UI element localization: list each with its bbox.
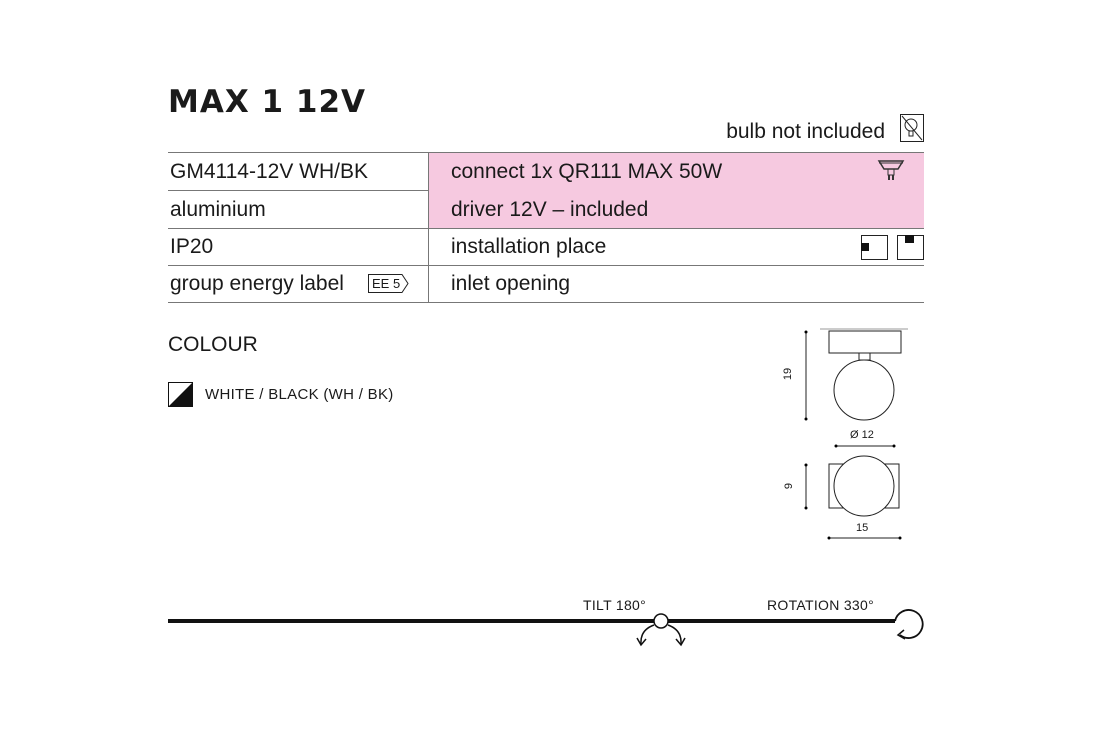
diameter-dimension: Ø 12: [850, 429, 874, 441]
no-bulb-icon: [900, 114, 924, 142]
height-dimension: 19: [782, 367, 795, 381]
colour-value: WHITE / BLACK (WH / BK): [205, 386, 394, 403]
rotation-label: ROTATION 330°: [767, 597, 874, 613]
ceiling-mount-icon: [897, 235, 924, 260]
tilt-icon: [636, 613, 686, 647]
rotation-icon: [894, 609, 924, 640]
driver: driver 12V – included: [451, 198, 649, 221]
colour-heading: COLOUR: [168, 333, 258, 356]
highlight-band: [428, 152, 924, 228]
motion-diagram: [168, 609, 924, 647]
product-code: GM4114-12V WH/BK: [170, 160, 369, 183]
inlet-opening: inlet opening: [451, 272, 571, 295]
energy-badge-text: EE 5: [372, 276, 401, 291]
product-title: MAX 1 12V: [168, 84, 367, 120]
dimension-drawing: [804, 328, 908, 540]
tilt-label: TILT 180°: [583, 597, 647, 613]
white-black-swatch: [168, 382, 193, 407]
installation-place: installation place: [451, 235, 607, 258]
qr111-bulb-icon: [877, 160, 905, 180]
material: aluminium: [170, 198, 266, 221]
bulb-note: bulb not included: [726, 120, 885, 143]
energy-badge: EE 5: [368, 274, 409, 293]
light-source: connect 1x QR111 MAX 50W: [451, 160, 723, 183]
depth-dimension: 9: [783, 482, 796, 490]
energy-label: group energy label: [170, 272, 344, 295]
width-dimension: 15: [856, 522, 869, 534]
wall-mount-icon: [861, 235, 888, 260]
ip-rating: IP20: [170, 235, 214, 258]
